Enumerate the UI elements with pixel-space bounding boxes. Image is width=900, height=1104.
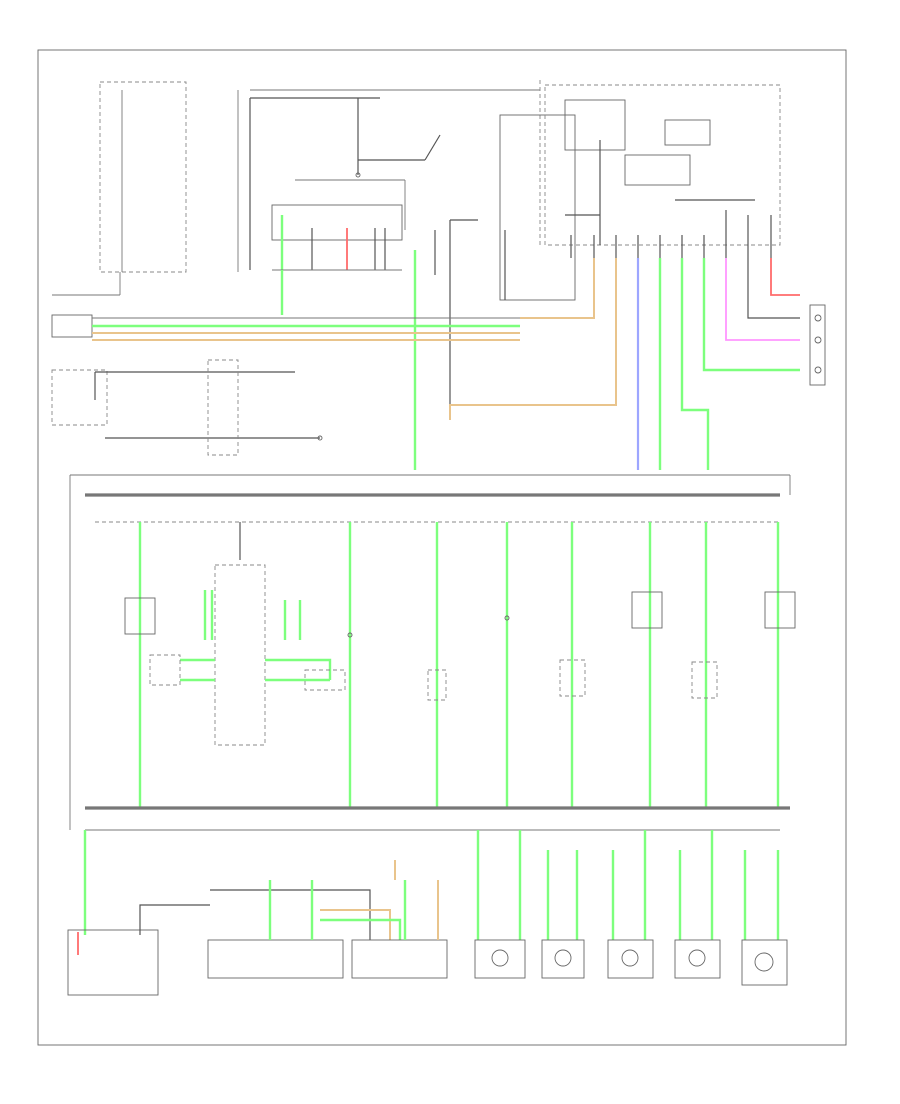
- wire-orange: [520, 258, 595, 319]
- connector-pin: [347, 632, 353, 638]
- relay-block: [544, 84, 781, 246]
- wire-red: [770, 258, 800, 296]
- connector-pin: [317, 435, 323, 441]
- module-right-top: [499, 114, 576, 301]
- switch-box-left: [51, 369, 108, 426]
- connector-pin: [504, 615, 510, 621]
- combination-module: [214, 564, 266, 746]
- right-component: [809, 304, 826, 386]
- component-box: [124, 597, 156, 635]
- component-box: [764, 591, 796, 629]
- small-connector: [304, 669, 346, 691]
- connector-pin-row: [570, 210, 772, 258]
- gauge-dial: [688, 949, 706, 967]
- wire-green: [320, 918, 402, 940]
- wire-seg: [210, 889, 371, 940]
- gauge-dial: [554, 949, 572, 967]
- relay-1: [564, 99, 626, 151]
- fuse-block-left: [99, 81, 187, 273]
- wire-green: [680, 258, 710, 470]
- gauge-box: [541, 939, 585, 979]
- gauge-box: [674, 939, 721, 979]
- switch-contact: [424, 134, 441, 161]
- module-connector: [271, 204, 403, 241]
- wire-pink: [725, 258, 800, 341]
- wire-green: [702, 258, 800, 372]
- left-connector: [51, 314, 93, 338]
- small-connector: [149, 654, 181, 686]
- diagram-frame: [37, 49, 847, 1046]
- wire-orange: [449, 258, 617, 420]
- gauge-box: [474, 939, 526, 979]
- bottom-module-center-1: [207, 939, 344, 979]
- relay-2: [624, 154, 691, 186]
- relay-3: [664, 119, 711, 146]
- connector-pin: [814, 314, 822, 322]
- component-box: [559, 659, 586, 697]
- gauge-box: [741, 939, 788, 986]
- connector-pin: [814, 336, 822, 344]
- bottom-module-center-2: [351, 939, 448, 979]
- component-box: [631, 591, 663, 629]
- bottom-module-left: [67, 929, 159, 996]
- component-box: [427, 669, 447, 701]
- wire-seg: [139, 904, 210, 935]
- gauge-dial: [491, 949, 509, 967]
- gauge-dial: [621, 949, 639, 967]
- mid-module: [207, 359, 239, 456]
- wire-orange: [320, 909, 391, 940]
- connector-pin: [814, 366, 822, 374]
- gauge-dial: [754, 952, 774, 972]
- gauge-row: [474, 830, 788, 986]
- component-box: [691, 661, 718, 699]
- wire-green: [265, 658, 332, 680]
- wire-seg: [747, 258, 800, 319]
- gauge-box: [607, 939, 654, 979]
- connector-pin: [355, 172, 361, 178]
